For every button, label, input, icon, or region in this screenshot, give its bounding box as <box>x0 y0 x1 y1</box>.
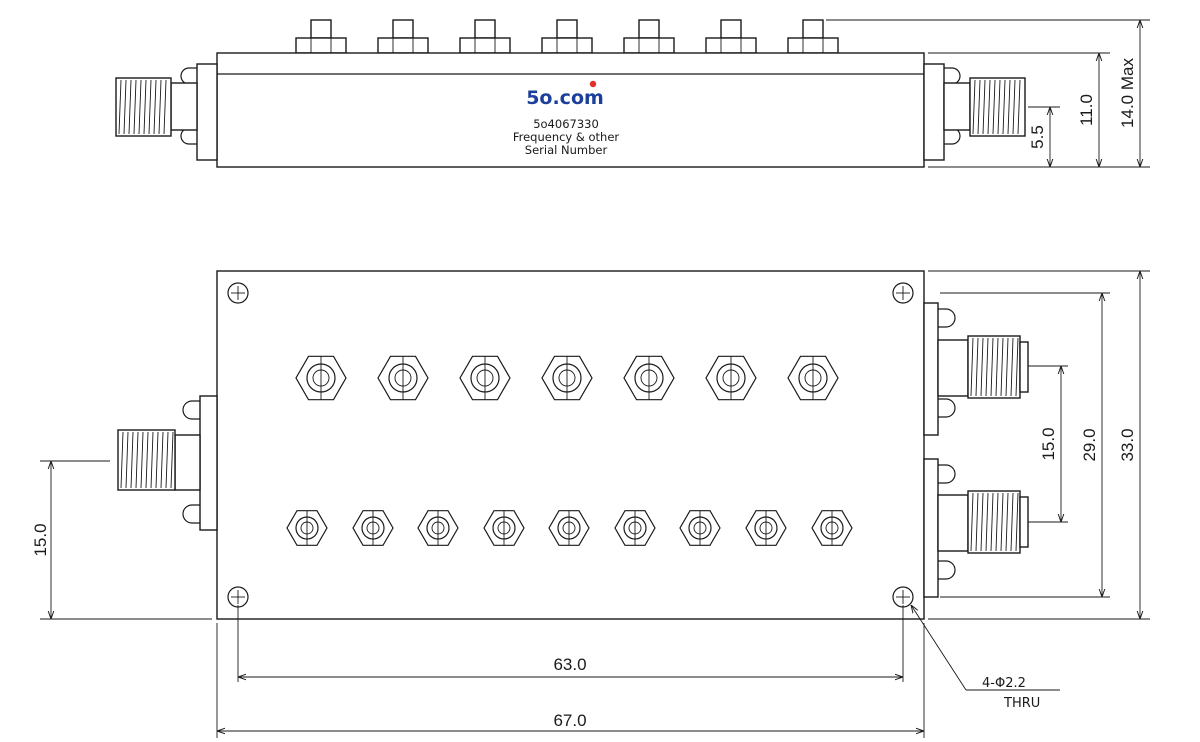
connector-thread <box>970 337 1019 397</box>
connector-thread <box>972 79 1021 135</box>
side-screw <box>377 19 429 54</box>
hex-screw <box>295 355 347 401</box>
connector-thread <box>120 431 174 489</box>
dim-input-offset: 15.0 <box>31 523 50 556</box>
dim-width: 33.0 <box>1118 428 1137 461</box>
side-screw <box>705 19 757 54</box>
side-dimensions: 14.0 Max 11.0 5.5 <box>826 19 1150 168</box>
mounting-hole <box>227 586 249 608</box>
hex-screw <box>787 355 839 401</box>
hex-screw <box>286 510 328 546</box>
side-screw <box>541 19 593 54</box>
serial-number-text: Serial Number <box>525 143 608 157</box>
top-input-connector <box>117 395 218 531</box>
hole-size-note: 4-Φ2.2 <box>982 676 1026 691</box>
hex-screw <box>679 510 721 546</box>
side-screw <box>787 19 839 54</box>
brand-logo: 5o.com <box>526 87 604 109</box>
hex-screw <box>459 355 511 401</box>
hex-screw <box>623 355 675 401</box>
mounting-hole <box>892 282 914 304</box>
dim-length: 67.0 <box>553 711 586 730</box>
hex-screw <box>614 510 656 546</box>
top-output-connector-2 <box>923 458 1029 598</box>
side-tuning-screws <box>295 19 839 54</box>
dim-hole-spacing: 63.0 <box>553 655 586 674</box>
top-view: 33.0 29.0 15.0 15.0 63.0 67.0 4-Φ2.2 <box>31 270 1150 738</box>
side-input-connector <box>115 63 218 161</box>
hex-screw <box>352 510 394 546</box>
top-left-dimension: 15.0 <box>31 460 212 620</box>
side-screw <box>295 19 347 54</box>
connector-thread <box>118 79 167 135</box>
bottom-dimensions: 63.0 67.0 <box>216 605 925 738</box>
side-output-connector <box>923 63 1026 161</box>
tuning-screws-row-top <box>295 355 839 401</box>
mounting-hole <box>227 282 249 304</box>
hole-callout: 4-Φ2.2 THRU <box>911 605 1060 711</box>
dim-output-spacing-outer: 29.0 <box>1080 428 1099 461</box>
side-screw <box>459 19 511 54</box>
top-view-body <box>216 270 925 620</box>
hex-screw <box>548 510 590 546</box>
side-screw <box>623 19 675 54</box>
part-number: 5o4067330 <box>533 117 599 131</box>
hex-screw <box>483 510 525 546</box>
tuning-screws-row-bottom <box>286 510 853 546</box>
brand-logo-dot <box>589 80 597 88</box>
dim-height-max: 14.0 Max <box>1118 58 1137 128</box>
top-output-connector-1 <box>923 302 1029 436</box>
side-view: 5o.com 5o4067330 Frequency & other Seria… <box>115 19 1150 168</box>
dim-connector-height: 5.5 <box>1028 125 1047 149</box>
mounting-hole <box>892 586 914 608</box>
hex-screw <box>377 355 429 401</box>
dim-output-spacing-inner: 15.0 <box>1039 427 1058 460</box>
hex-screw <box>705 355 757 401</box>
hex-screw <box>811 510 853 546</box>
frequency-text: Frequency & other <box>513 130 620 144</box>
hex-screw <box>745 510 787 546</box>
hole-type-note: THRU <box>1003 696 1040 711</box>
top-right-dimensions: 33.0 29.0 15.0 <box>928 270 1150 620</box>
hex-screw <box>541 355 593 401</box>
dim-body-height: 11.0 <box>1077 94 1096 126</box>
hex-screw <box>417 510 459 546</box>
connector-thread <box>970 492 1019 552</box>
